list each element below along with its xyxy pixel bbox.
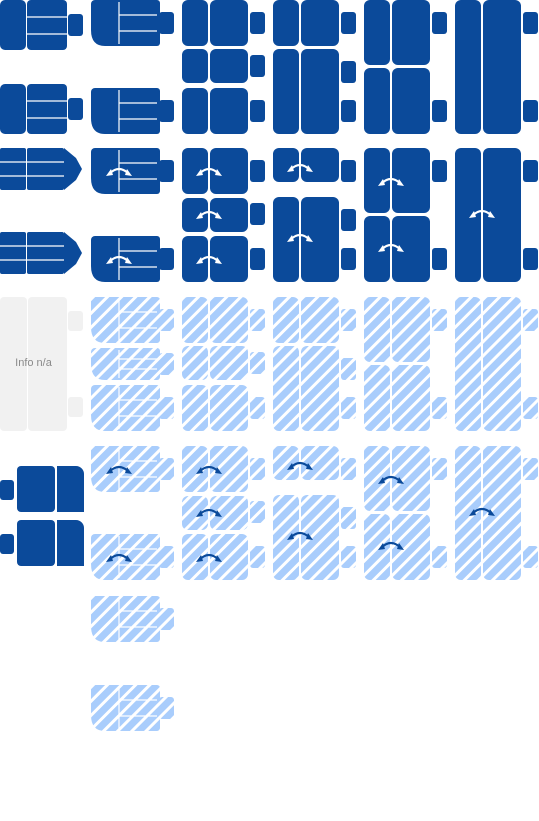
- seat-layout-r3c2: [91, 297, 175, 433]
- recline-arrow-icon: [378, 243, 404, 252]
- recline-arrow-icon: [106, 553, 132, 562]
- seat-layout-r2c1: [0, 148, 84, 284]
- seat-layout-r2c3: [182, 148, 266, 284]
- seat-layout-r2c6: [455, 148, 539, 284]
- seat-layout-r1c5: [364, 0, 448, 136]
- recline-arrow-icon: [287, 461, 313, 470]
- recline-arrow-icon: [106, 167, 132, 176]
- recline-arrow-icon: [196, 210, 222, 219]
- seat-layout-r4c3: [182, 446, 266, 582]
- seat-layout-r3c3: [182, 297, 266, 433]
- recline-arrow-icon: [378, 177, 404, 186]
- seat-layout-r4c4: [273, 446, 357, 582]
- seat-layout-r2c2: [91, 148, 175, 284]
- seat-layout-r6c2: [91, 685, 175, 821]
- recline-arrow-icon: [378, 541, 404, 550]
- recline-arrow-icon: [106, 465, 132, 474]
- recline-arrow-icon: [196, 465, 222, 474]
- seat-layout-r4c2: [91, 446, 175, 582]
- seat-layout-r2c5: [364, 148, 448, 284]
- recline-arrow-icon: [287, 233, 313, 242]
- seat-layout-r4c1: [0, 466, 84, 602]
- seat-layout-r4c6: [455, 446, 539, 582]
- recline-arrow-icon: [378, 475, 404, 484]
- seat-layout-r1c1: [0, 0, 84, 136]
- recline-arrow-icon: [469, 209, 495, 218]
- seat-layout-r3c5: [364, 297, 448, 433]
- recline-arrow-icon: [196, 508, 222, 517]
- seat-layout-r1c4: [273, 0, 357, 136]
- recline-arrow-icon: [106, 255, 132, 264]
- seat-layout-r4c5: [364, 446, 448, 582]
- recline-arrow-icon: [196, 167, 222, 176]
- seat-layout-r3c6: [455, 297, 539, 433]
- recline-arrow-icon: [196, 553, 222, 562]
- seat-layout-r3c1: Info n/a: [0, 297, 84, 433]
- seat-configuration-grid: Info n/a: [0, 0, 539, 732]
- seat-layout-r1c2: [91, 0, 175, 136]
- recline-arrow-icon: [287, 531, 313, 540]
- seat-cells: Info n/a: [0, 0, 539, 732]
- seat-layout-r1c6: [455, 0, 539, 136]
- seat-layout-r2c4: [273, 148, 357, 284]
- seat-layout-r5c2: [91, 596, 175, 732]
- seat-layout-r3c4: [273, 297, 357, 433]
- seat-layout-r1c3: [182, 0, 266, 136]
- recline-arrow-icon: [287, 163, 313, 172]
- recline-arrow-icon: [469, 507, 495, 516]
- recline-arrow-icon: [196, 255, 222, 264]
